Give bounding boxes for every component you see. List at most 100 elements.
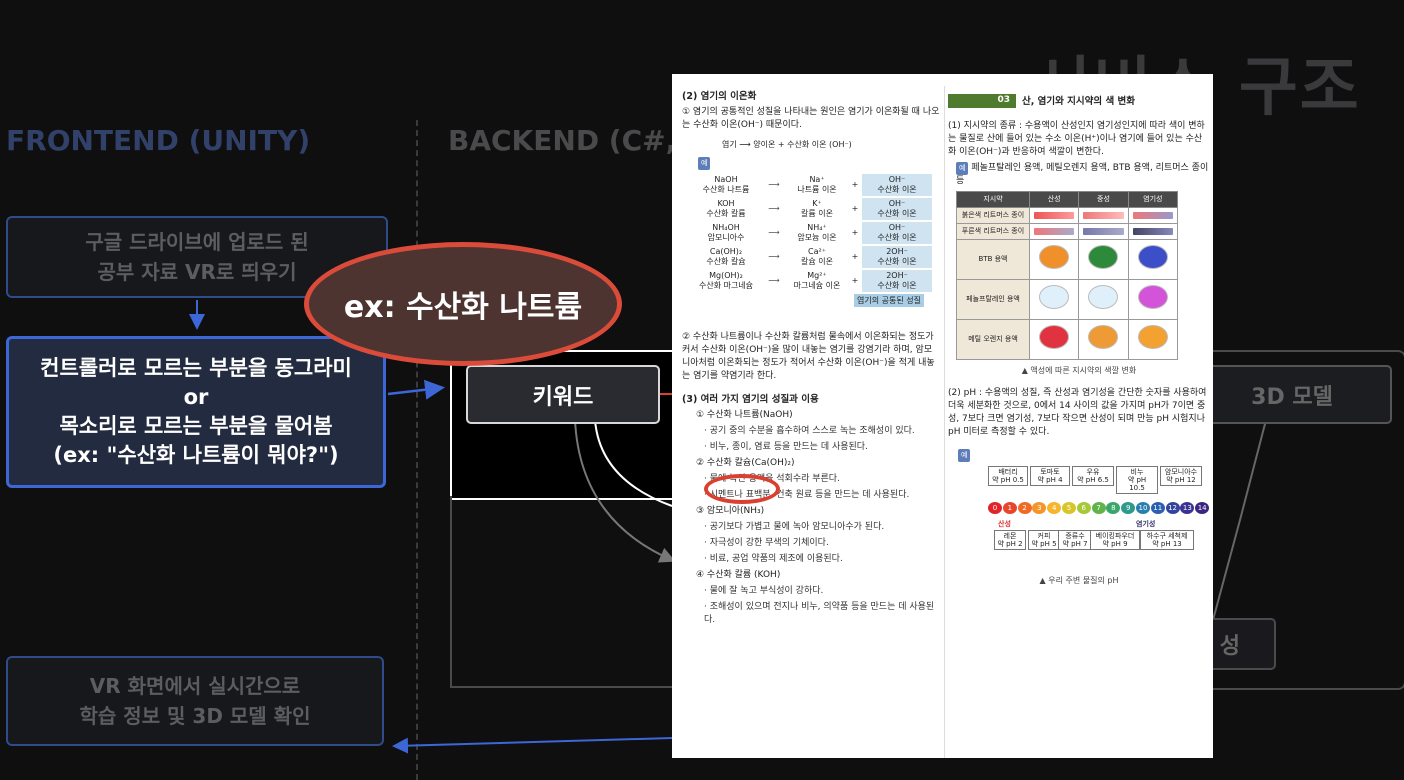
section-bar: 03 산, 염기와 지시약의 색 변화 xyxy=(948,94,1210,108)
reaction-arrow: ⟶ xyxy=(768,204,780,213)
result-line-1: VR 화면에서 실시간으로 xyxy=(89,674,301,698)
cation-name: 암모늄 이온 xyxy=(797,233,837,242)
ph-bottom-name: 레몬 xyxy=(1003,532,1017,540)
cation-formula: NH₄⁺ xyxy=(807,223,827,232)
section-number: 03 xyxy=(948,94,1016,108)
cation-formula: Na⁺ xyxy=(809,175,825,184)
beaker-icon xyxy=(1137,245,1168,269)
ph-step: 14 xyxy=(1195,502,1210,514)
base-item-bullet: · 비누, 종이, 염료 등을 만드는 데 사용된다. xyxy=(704,442,868,452)
anion-formula: OH⁻ xyxy=(888,175,906,184)
ph-step: 0 xyxy=(988,502,1002,514)
anion-formula: 2OH⁻ xyxy=(886,271,908,280)
reaction-arrow: ⟶ xyxy=(768,228,780,237)
ask-line-3: 목소리로 모르는 부분을 물어봄 xyxy=(59,414,333,438)
ph-top-value: 약 pH 4 xyxy=(1037,476,1063,484)
beaker-icon xyxy=(1039,325,1070,349)
3d-model-box: 3D 모델 xyxy=(1192,365,1392,424)
table-caption: ▲ 액성에 따른 지시약의 색깔 변화 xyxy=(1021,366,1137,375)
heading-ionize: (2) 염기의 이온화 xyxy=(682,91,757,102)
acid-label: 산성 xyxy=(998,520,1011,528)
section-title: 산, 염기와 지시약의 색 변화 xyxy=(1022,95,1135,107)
example-tag: 예 xyxy=(698,157,711,170)
ph-top-value: 약 pH 0.5 xyxy=(992,476,1024,484)
base-item-title: ① 수산화 나트륨(NaOH) xyxy=(696,410,793,420)
frontend-label: FRONTEND (UNITY) xyxy=(6,124,311,157)
plus-sign: + xyxy=(851,252,859,261)
anion-name: 수산화 이온 xyxy=(877,281,917,290)
base-item-bullet: · 조해성이 있으며 전지나 비누, 의약품 등을 만드는 데 사용된다. xyxy=(704,602,935,625)
base-name: 수산화 나트륨 xyxy=(702,185,750,194)
base-name: 수산화 마그네슘 xyxy=(698,281,754,290)
base-item-bullet: · 자극성이 강한 무색의 기체이다. xyxy=(704,538,829,548)
ph-top-name: 배터리 xyxy=(998,468,1018,476)
ph-top-value: 약 pH 12 xyxy=(1166,476,1196,484)
row-label: 메틸 오렌지 용액 xyxy=(956,319,1030,360)
ph-step: 7 xyxy=(1091,502,1106,514)
beaker-icon xyxy=(1137,325,1168,349)
base-item-bullet: · 시멘트나 표백분, 건축 원료 등을 만드는 데 사용된다. xyxy=(704,490,910,500)
anion-name: 수산화 이온 xyxy=(877,185,917,194)
ph-top-name: 암모니아수 xyxy=(1164,468,1198,476)
ph-caption: ▲ 우리 주변 물질의 pH xyxy=(1039,576,1119,585)
base-formula: Ca(OH)₂ xyxy=(709,247,743,256)
ph-step: 1 xyxy=(1002,502,1017,514)
ask-question-box: 컨트롤러로 모르는 부분을 동그라미 or 목소리로 모르는 부분을 물어봄 (… xyxy=(6,336,386,488)
anion-formula: OH⁻ xyxy=(888,199,906,208)
ask-line-1: 컨트롤러로 모르는 부분을 동그라미 xyxy=(40,356,352,380)
table-row: 붉은색 리트머스 종이 xyxy=(956,207,1179,224)
indicator-examples: 페놀프탈레인 용액, 메틸오렌지 용액, BTB 용액, 리트머스 종이 등 xyxy=(956,163,1209,186)
plus-sign: + xyxy=(851,276,859,285)
base-item-bullet: · 물에 잘 녹고 부식성이 강하다. xyxy=(704,586,824,596)
table-row: 페놀프탈레인 용액 xyxy=(956,279,1179,320)
base-formula: NH₄OH xyxy=(712,223,740,232)
ph-bottom-name: 증류수 xyxy=(1065,532,1085,540)
base-item-bullet: · 비료, 공업 약품의 제조에 이용된다. xyxy=(704,554,843,564)
paragraph-strong-weak: ② 수산화 나트륨이나 수산화 칼륨처럼 물속에서 이온화되는 정도가 커서 수… xyxy=(682,332,935,381)
general-equation: 염기 ⟶ 양이온 + 수산화 이온 (OH⁻) xyxy=(722,140,852,149)
upload-line-1: 구글 드라이브에 업로드 된 xyxy=(85,230,309,254)
ph-bottom-name: 커피 xyxy=(1037,532,1051,540)
ph-step: 3 xyxy=(1032,502,1047,514)
heading-uses: (3) 여러 가지 염기의 성질과 이용 xyxy=(682,394,819,405)
upload-materials-box: 구글 드라이브에 업로드 된 공부 자료 VR로 띄우기 xyxy=(6,216,388,298)
common-property-label: 염기의 공통된 성질 xyxy=(854,294,924,307)
ask-line-2: or xyxy=(183,385,209,409)
plus-sign: + xyxy=(851,228,859,237)
textbook-page[interactable]: (2) 염기의 이온화 ① 염기의 공통적인 성질을 나타내는 원인은 염기가 … xyxy=(672,74,1213,758)
backend-right-region xyxy=(1212,350,1404,690)
reaction-arrow: ⟶ xyxy=(768,180,780,189)
table-header: 산성 xyxy=(1028,191,1080,208)
ph-top-name: 우유 xyxy=(1086,468,1100,476)
base-item-bullet: · 공기보다 가볍고 물에 녹아 암모니아수가 된다. xyxy=(704,522,885,532)
base-item-title: ③ 암모니아(NH₃) xyxy=(696,506,765,516)
cation-formula: K⁺ xyxy=(812,199,822,208)
vr-result-box: VR 화면에서 실시간으로 학습 정보 및 3D 모델 확인 xyxy=(6,656,384,746)
column-divider xyxy=(944,86,945,758)
beaker-icon xyxy=(1039,245,1070,269)
cation-name: 마그네슘 이온 xyxy=(793,281,841,290)
beaker-icon xyxy=(1039,285,1070,309)
ph-step: 10 xyxy=(1135,502,1150,514)
row-label: 푸른색 리트머스 종이 xyxy=(956,223,1030,240)
indicator-table: 지시약 산성 중성 염기성 붉은색 리트머스 종이 푸른색 리트머스 종이 xyxy=(956,191,1179,360)
backend-label: BACKEND (C#, xyxy=(448,124,677,157)
example-tag-right: 예 xyxy=(956,162,969,175)
plus-sign: + xyxy=(851,204,859,213)
ph-step: 5 xyxy=(1061,502,1076,514)
anion-name: 수산화 이온 xyxy=(877,209,917,218)
plus-sign: + xyxy=(851,180,859,189)
row-label: 페놀프탈레인 용액 xyxy=(956,279,1030,320)
base-label: 염기성 xyxy=(1136,520,1156,528)
anion-formula: 2OH⁻ xyxy=(886,247,908,256)
arrow-ask-to-keyword xyxy=(387,379,445,400)
ph-step: 4 xyxy=(1047,502,1062,514)
beaker-icon xyxy=(1088,285,1119,309)
left-column: (2) 염기의 이온화 ① 염기의 공통적인 성질을 나타내는 원인은 염기가 … xyxy=(682,90,940,630)
cation-name: 나트륨 이온 xyxy=(797,185,837,194)
paragraph-indicator: (1) 지시약의 종류 : 수용액이 산성인지 염기성인지에 따라 색이 변하는… xyxy=(948,121,1205,157)
